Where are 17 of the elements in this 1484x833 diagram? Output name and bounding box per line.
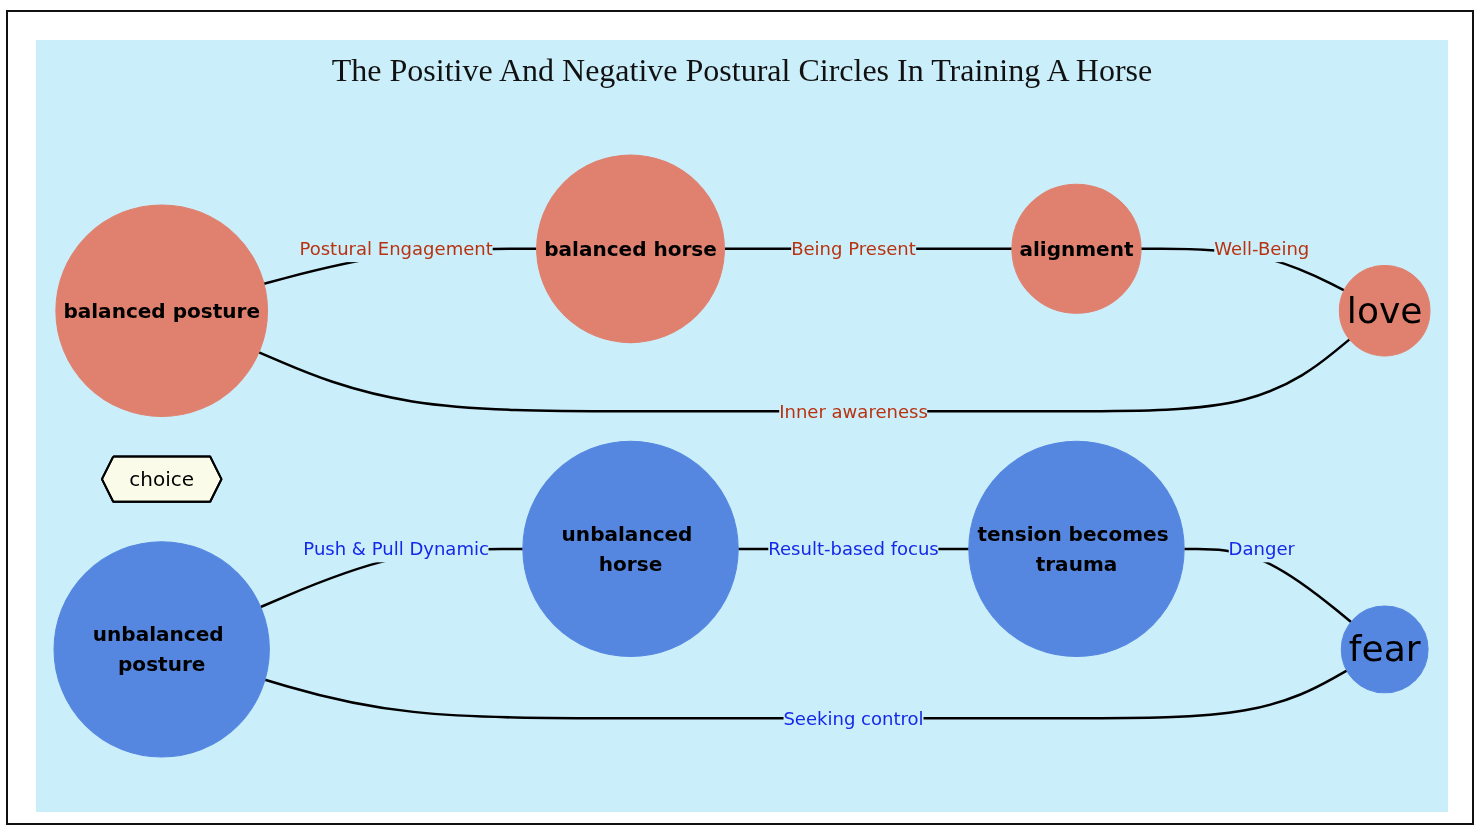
edge-label: Well-Being [1214, 238, 1310, 260]
node-circle: alignment [1011, 183, 1142, 314]
diagram-title: The Positive And Negative Postural Circles In Training A Horse [330, 52, 1154, 89]
edge-label: Being Present [791, 238, 916, 260]
node-circle: tension becomes trauma [968, 440, 1185, 658]
node-circle: balanced posture [55, 204, 268, 418]
edge-label: Postural Engagement [299, 238, 493, 260]
edge-label: Danger [1228, 538, 1295, 560]
node-circle: love [1338, 264, 1431, 357]
edge-label: Result-based focus [768, 538, 939, 560]
node-circle: balanced horse [536, 154, 725, 344]
node-circle: unbalanced horse [522, 440, 739, 658]
edge-label: Push & Pull Dynamic [303, 538, 489, 560]
edge-label: Seeking control [783, 707, 924, 729]
node-circle: unbalanced posture [53, 541, 270, 758]
edge-label: Inner awareness [779, 400, 928, 422]
node-circle: fear [1340, 605, 1429, 694]
